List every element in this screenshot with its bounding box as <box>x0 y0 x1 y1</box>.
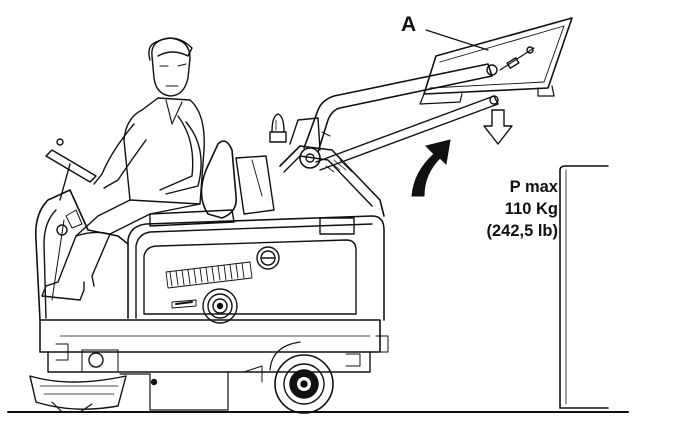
beacon-light <box>269 113 287 143</box>
lift-arm <box>303 63 499 171</box>
down-arrow-icon <box>483 109 513 145</box>
max-load-line-2: 110 Kg <box>504 200 558 218</box>
max-load-line-3: (242,5 lb) <box>486 222 558 240</box>
max-load-label: P max 110 Kg (242,5 lb) <box>430 176 558 242</box>
fuel-cap <box>256 246 280 270</box>
side-brush <box>29 375 127 413</box>
max-load-line-1: P max <box>509 178 558 196</box>
callout-leader-a <box>425 29 489 51</box>
hopper <box>419 17 573 105</box>
fan-vent-icon <box>202 288 238 324</box>
vent-grille <box>165 261 253 289</box>
callout-label-a: A <box>401 13 417 36</box>
steering-wheel <box>45 138 97 201</box>
container-bin <box>559 165 609 409</box>
curved-arrow-up-icon <box>411 139 451 197</box>
arm-pivot <box>299 147 321 169</box>
rear-wheel <box>269 341 334 414</box>
operator-seat <box>149 140 275 227</box>
operator-figure <box>41 37 205 301</box>
